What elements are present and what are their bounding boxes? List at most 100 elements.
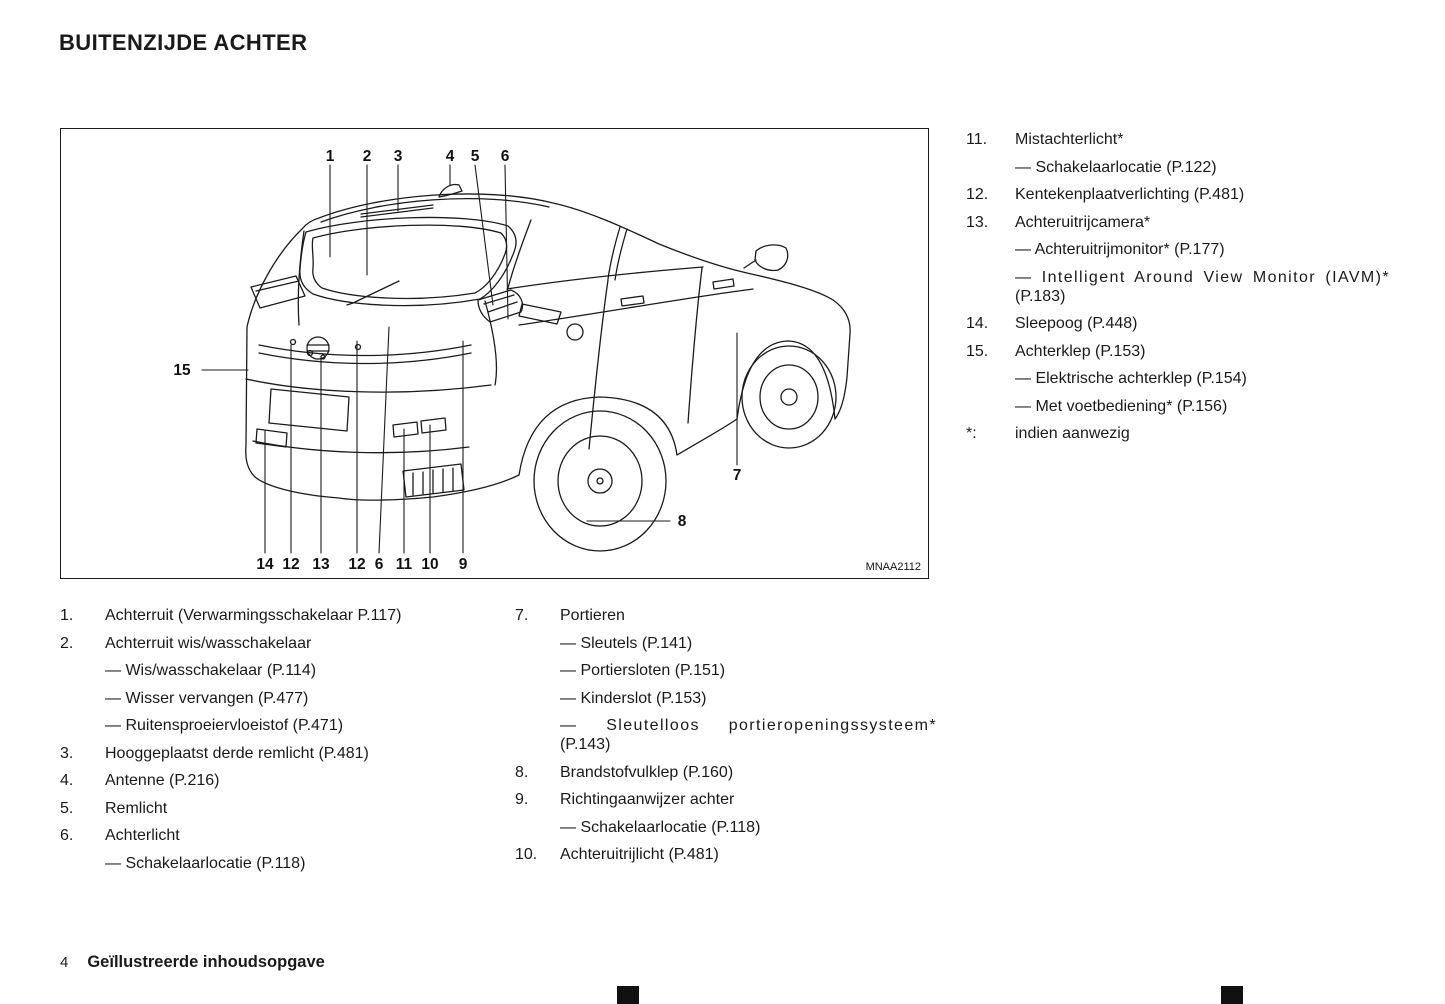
list-item: 2. Achterruit wis/wasschakelaar <box>60 634 492 653</box>
item-text: Achterruit (Verwarmingsschakelaar P.117) <box>105 607 402 624</box>
list-item: 6. Achterlicht <box>60 826 492 845</box>
sub-item: — Schakelaarlocatie (P.122) <box>1015 158 1217 176</box>
sub-item: — Intelligent Around View Monitor (IAVM)… <box>1015 268 1390 286</box>
rear-bumper-details <box>245 378 492 498</box>
callout-number: 10 <box>421 556 438 573</box>
item-text: Remlicht <box>105 799 168 817</box>
footer-section-title: Geïllustreerde inhoudsopgave <box>87 953 325 971</box>
list-item: 13. Achteruitrijcamera* <box>966 213 1390 232</box>
footnote-text: indien aanwezig <box>1015 425 1130 442</box>
item-number: 15. <box>966 342 989 360</box>
sub-item: — Elektrische achterklep (P.154) <box>1015 370 1247 387</box>
sub-item: — Sleutelloos portieropeningssysteem* <box>560 717 937 734</box>
wheels <box>533 345 837 552</box>
item-text: Antenne (P.216) <box>105 772 220 789</box>
item-number: 10. <box>515 846 538 863</box>
list-item: 3. Hooggeplaatst derde remlicht (P.481) <box>60 744 492 763</box>
item-number: 7. <box>515 607 529 624</box>
sub-item-continuation: (P.143) <box>560 736 611 753</box>
item-text: Achteruitrijcamera* <box>1015 213 1151 231</box>
page-title: BUITENZIJDE ACHTER <box>59 30 308 55</box>
item-number: 8. <box>515 763 529 781</box>
list-items-11-15: 11. Mistachterlicht* — Schakelaarlocatie… <box>966 130 1390 452</box>
list-item: 1. Achterruit (Verwarmingsschakelaar P.1… <box>60 606 492 625</box>
footnote: *: indien aanwezig <box>966 424 1390 443</box>
sub-item: — Ruitensproeiervloeistof (P.471) <box>105 717 344 734</box>
sub-item: — Wisser vervangen (P.477) <box>105 689 309 707</box>
item-text: Sleepoog (P.448) <box>1015 315 1138 332</box>
sub-item: — Achteruitrijmonitor* (P.177) <box>1015 241 1225 258</box>
list-item: 15. Achterklep (P.153) <box>966 342 1390 361</box>
callout-number: 15 <box>173 362 191 379</box>
callout-lines <box>201 164 738 554</box>
item-text: Kentekenplaatverlichting (P.481) <box>1015 186 1245 203</box>
tailgate-details <box>258 336 472 365</box>
figure-code: MNAA2112 <box>866 561 921 573</box>
callout-number: 1 <box>326 148 335 165</box>
sub-item: — Portiersloten (P.151) <box>560 662 726 679</box>
print-registration-mark <box>617 986 639 1004</box>
list-item: 8. Brandstofvulklep (P.160) <box>515 763 937 782</box>
item-text: Hooggeplaatst derde remlicht (P.481) <box>105 744 369 762</box>
item-number: 13. <box>966 213 989 231</box>
item-text: Brandstofvulklep (P.160) <box>560 763 734 781</box>
item-number: 14. <box>966 315 989 332</box>
list-item: 7. Portieren <box>515 606 937 625</box>
callout-number: 5 <box>471 148 480 165</box>
list-item: 14. Sleepoog (P.448) <box>966 314 1390 333</box>
sub-item: — Schakelaarlocatie (P.118) <box>105 854 306 872</box>
callout-number: 14 <box>256 556 274 573</box>
sub-item: — Kinderslot (P.153) <box>560 689 707 707</box>
item-text: Achterklep (P.153) <box>1015 342 1146 360</box>
side-details <box>506 219 789 450</box>
callout-number: 6 <box>375 556 384 573</box>
item-number: 5. <box>60 799 74 817</box>
spoiler-and-brake-light <box>360 204 434 218</box>
callout-number: 12 <box>348 556 365 573</box>
item-text: Achterruit wis/wasschakelaar <box>105 634 312 652</box>
list-item: 5. Remlicht <box>60 799 492 818</box>
item-number: 1. <box>60 607 74 624</box>
item-text: Achteruitrijlicht (P.481) <box>560 846 719 863</box>
item-number: 3. <box>60 744 74 762</box>
item-text: Achterlicht <box>105 827 180 844</box>
sub-item: — Sleutels (P.141) <box>560 634 693 652</box>
list-items-1-6: 1. Achterruit (Verwarmingsschakelaar P.1… <box>60 606 492 881</box>
car-body <box>245 193 851 501</box>
item-number: 4. <box>60 772 74 789</box>
footer-page-number: 4 <box>60 954 69 971</box>
callout-numbers: 1 2 3 4 5 6 15 7 8 14 12 13 12 6 11 10 9… <box>173 148 921 573</box>
callout-number: 9 <box>459 556 468 573</box>
list-items-7-10: 7. Portieren — Sleutels (P.141) — Portie… <box>515 606 937 873</box>
sub-item-continuation: (P.183) <box>1015 287 1066 305</box>
sub-item: — Wis/wasschakelaar (P.114) <box>105 662 317 679</box>
list-item: 10. Achteruitrijlicht (P.481) <box>515 845 937 864</box>
car-illustration: 1 2 3 4 5 6 15 7 8 14 12 13 12 6 11 10 9… <box>173 148 921 573</box>
list-item: 11. Mistachterlicht* <box>966 130 1390 149</box>
list-item: 9. Richtingaanwijzer achter <box>515 790 937 809</box>
page-footer: 4 Geïllustreerde inhoudsopgave <box>60 953 325 972</box>
item-text: Mistachterlicht* <box>1015 131 1124 148</box>
print-registration-mark <box>1221 986 1243 1004</box>
callout-number: 7 <box>733 467 742 484</box>
footnote-marker: *: <box>966 425 977 442</box>
item-number: 6. <box>60 827 74 844</box>
callout-number: 6 <box>501 148 510 165</box>
item-number: 9. <box>515 791 529 808</box>
sub-item: — Schakelaarlocatie (P.118) <box>560 818 761 836</box>
taillights <box>250 275 562 325</box>
callout-number: 4 <box>446 148 455 165</box>
list-item: 4. Antenne (P.216) <box>60 771 492 790</box>
callout-number: 11 <box>396 556 413 573</box>
callout-number: 13 <box>312 556 330 573</box>
item-text: Portieren <box>560 607 625 624</box>
item-number: 2. <box>60 634 74 652</box>
item-number: 12. <box>966 186 989 203</box>
roof-antenna <box>438 183 463 198</box>
item-text: Richtingaanwijzer achter <box>560 791 735 808</box>
callout-number: 3 <box>394 148 403 165</box>
sub-item: — Met voetbediening* (P.156) <box>1015 397 1228 415</box>
callout-number: 2 <box>363 148 372 165</box>
figure-box: 1 2 3 4 5 6 15 7 8 14 12 13 12 6 11 10 9… <box>60 128 929 579</box>
